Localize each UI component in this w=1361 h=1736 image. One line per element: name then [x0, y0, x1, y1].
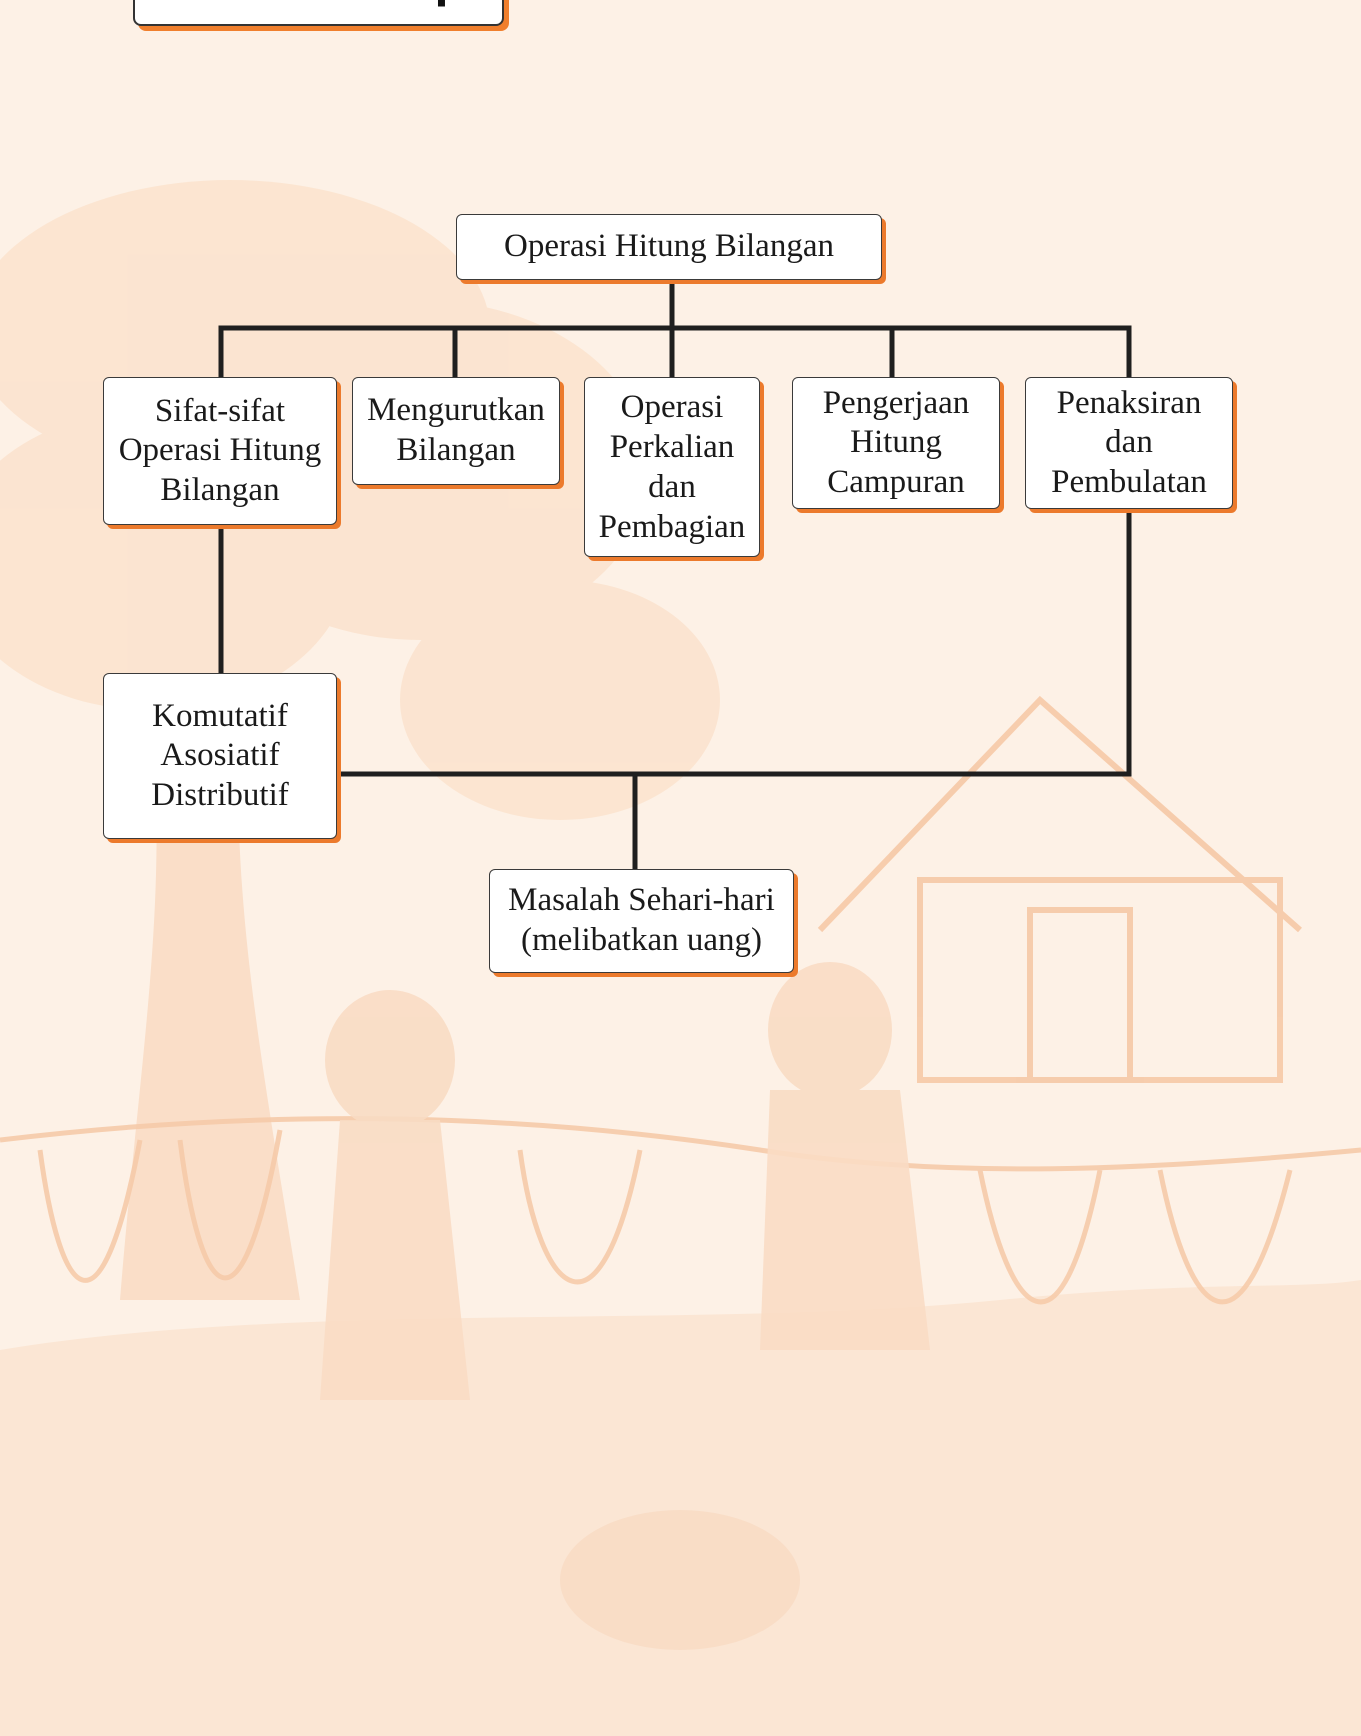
node-sifat-line: Sifat-sifat — [154, 392, 286, 429]
node-perkalian: Operasi Perkalian dan Pembagian — [584, 377, 760, 557]
node-perkalian-line: Perkalian — [609, 428, 735, 465]
node-properties-line: Komutatif — [152, 697, 288, 734]
node-properties-line: Distributif — [151, 776, 289, 813]
node-penaksiran: Penaksiran dan Pembulatan — [1025, 377, 1233, 509]
node-perkalian-line: dan — [648, 469, 696, 505]
node-perkalian-line: Pembagian — [598, 509, 746, 546]
root-node: Operasi Hitung Bilangan — [456, 214, 882, 280]
node-properties-line: Asosiatif — [160, 737, 280, 774]
node-campuran-line: Hitung — [850, 424, 942, 461]
node-perkalian-line: Operasi — [620, 388, 724, 425]
node-urut: Mengurutkan Bilangan — [352, 377, 560, 485]
node-penaksiran-line: dan — [1105, 424, 1153, 461]
node-sifat-line: Operasi Hitung — [118, 432, 322, 469]
node-sifat: Sifat-sifat Operasi Hitung Bilangan — [103, 377, 337, 525]
node-application: Masalah Sehari-hari (melibatkan uang) — [489, 869, 794, 973]
node-penaksiran-line: Pembulatan — [1051, 463, 1207, 500]
root-label: Operasi Hitung Bilangan — [504, 228, 834, 265]
node-urut-line: Bilangan — [396, 432, 516, 468]
node-urut-line: Mengurutkan — [367, 392, 545, 429]
node-campuran-line: Pengerjaan — [822, 384, 970, 421]
title-banner: Peta Konsep — [133, 0, 504, 26]
node-sifat-line: Bilangan — [160, 471, 280, 508]
node-penaksiran-line: Penaksiran — [1056, 384, 1202, 421]
node-application-line: Masalah Sehari-hari — [508, 882, 775, 919]
page-title: Peta Konsep — [171, 0, 464, 8]
node-application-line: (melibatkan uang) — [521, 922, 762, 958]
node-campuran-line: Campuran — [827, 463, 965, 500]
node-properties: Komutatif Asosiatif Distributif — [103, 673, 337, 839]
node-campuran: Pengerjaan Hitung Campuran — [792, 377, 1000, 509]
